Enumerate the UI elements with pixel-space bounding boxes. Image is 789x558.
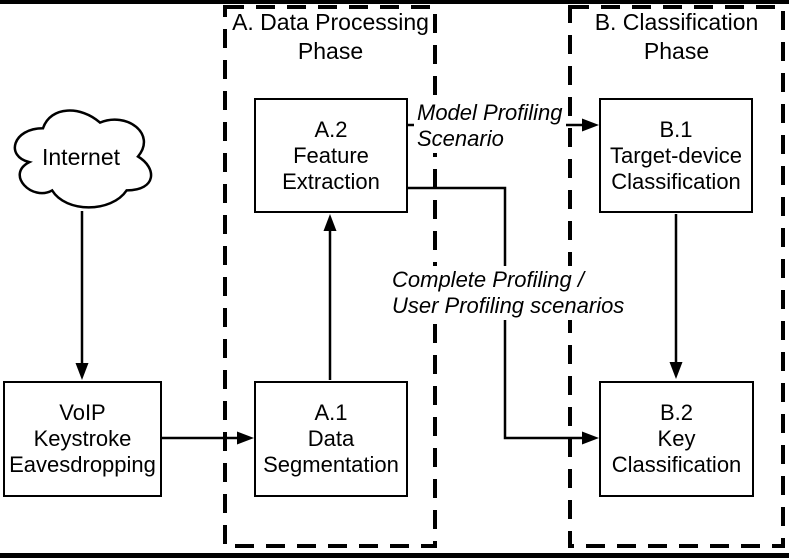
edge-label-complete-user-profiling-scenarios: Complete Profiling / User Profiling scen… — [389, 266, 628, 320]
phase-b-title: B. Classification Phase — [594, 9, 759, 64]
edge-a1-to-a2 — [323, 214, 337, 380]
node-b2-key-classification: B.2 Key Classification — [599, 381, 754, 497]
arrowhead-icon — [669, 362, 683, 379]
arrowhead-icon — [75, 363, 89, 380]
arrowhead-icon — [582, 118, 599, 132]
edge-voip-to-a1 — [162, 431, 254, 445]
node-a1-data-segmentation: A.1 Data Segmentation — [254, 381, 408, 497]
bottom-rule — [0, 553, 789, 558]
node-voip-keystroke-eavesdropping: VoIP Keystroke Eavesdropping — [3, 381, 162, 497]
node-b1-target-device-classification: B.1 Target-device Classification — [599, 98, 753, 213]
phase-a-title: A. Data Processing Phase — [232, 9, 429, 64]
edge-label-model-profiling-scenario: Model Profiling Scenario — [414, 99, 566, 153]
node-a2-feature-extraction: A.2 Feature Extraction — [254, 98, 408, 213]
internet-cloud-shape — [13, 109, 153, 209]
edge-internet-to-voip — [75, 211, 89, 380]
arrowhead-icon — [237, 431, 254, 445]
arrowhead-icon — [582, 431, 599, 445]
node-internet-label: Internet — [42, 143, 120, 170]
edge-b1-to-b2 — [669, 214, 683, 379]
phase-b-dashed-border — [568, 5, 785, 548]
top-rule — [0, 0, 789, 4]
arrowhead-icon — [323, 214, 337, 231]
